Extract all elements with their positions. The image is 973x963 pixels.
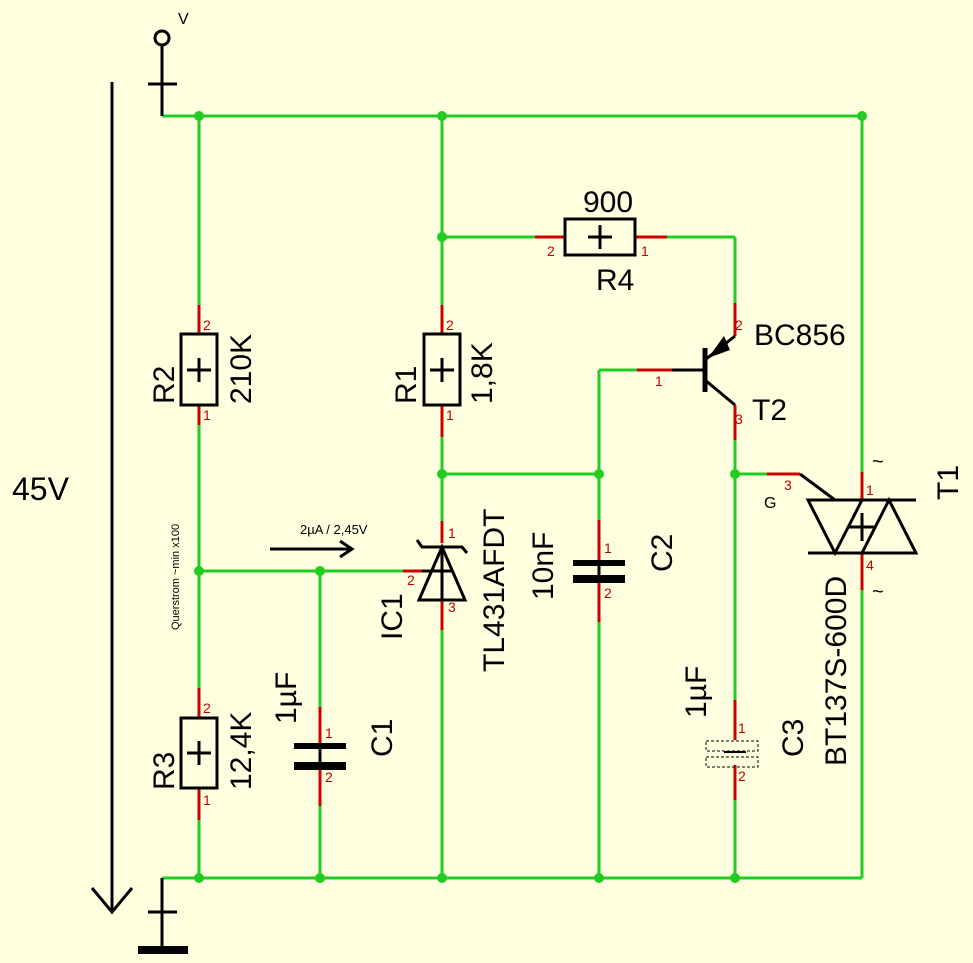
c3-pin-1: 1	[738, 720, 746, 736]
t1-pin-3: 3	[784, 477, 792, 493]
r1-pin-2: 2	[446, 317, 454, 333]
r3-pin-1: 1	[203, 792, 211, 808]
ic1-pin-2: 2	[407, 572, 415, 588]
c2-pin-2: 2	[604, 585, 612, 601]
c2-ref: C2	[646, 534, 679, 572]
r1-value: 1,8K	[466, 342, 499, 404]
junction-dot	[437, 232, 447, 242]
junctions	[194, 111, 867, 883]
transistor-t2: 1 2 3 BC856 T2	[655, 317, 846, 427]
ic1-value: TL431AFDT	[478, 509, 511, 672]
junction-dot	[594, 469, 604, 479]
current-annotation: 2µA / 2,45V	[270, 522, 368, 559]
c1-value: 1µF	[270, 672, 303, 724]
cross-current-label: Querstrom ~min x100	[170, 524, 182, 630]
junction-dot	[730, 469, 740, 479]
junction-dot	[437, 111, 447, 121]
voltage-arrow: 45V	[12, 82, 134, 915]
junction-dot	[194, 873, 204, 883]
junction-dot	[857, 111, 867, 121]
r1-pin-1: 1	[446, 407, 454, 423]
junction-dot	[730, 873, 740, 883]
r3-ref: R3	[148, 752, 181, 790]
r1-ref: R1	[390, 366, 423, 404]
t1-pin-4: 4	[866, 557, 874, 573]
r4-pin-1: 1	[641, 243, 649, 259]
c3-value: 1µF	[680, 666, 713, 718]
c1-ref: C1	[366, 719, 399, 757]
t1-tilde-top: ~	[872, 451, 884, 473]
junction-dot	[315, 873, 325, 883]
r2-value: 210K	[225, 334, 258, 404]
c2-pin-1: 1	[604, 540, 612, 556]
r3-value: 12,4K	[225, 712, 258, 790]
r4-value: 900	[583, 186, 633, 219]
c3-pin-2: 2	[738, 768, 746, 784]
current-label: 2µA / 2,45V	[300, 522, 368, 537]
t2-pin-2: 2	[735, 317, 743, 333]
junction-dot	[437, 873, 447, 883]
t2-pin-1: 1	[655, 373, 663, 389]
resistor-r1: 2 1 R1 1,8K	[390, 317, 499, 423]
c2-value: 10nF	[527, 532, 560, 600]
t1-value: BT137S-600D	[820, 576, 853, 766]
c3-ref: C3	[777, 719, 810, 757]
resistor-r3: 2 1 R3 12,4K	[148, 700, 258, 808]
junction-dot	[194, 566, 204, 576]
junction-dot	[194, 111, 204, 121]
r4-pin-2: 2	[547, 243, 555, 259]
junction-dot	[315, 566, 325, 576]
wires	[162, 114, 864, 880]
r4-ref: R4	[596, 264, 634, 297]
ic1-ref: IC1	[376, 593, 409, 640]
r2-ref: R2	[148, 366, 181, 404]
capacitor-c2: 1 2 10nF C2	[527, 532, 679, 601]
t1-tilde-bottom: ~	[872, 581, 884, 603]
r3-pin-2: 2	[203, 700, 211, 716]
terminal-circle	[153, 29, 171, 47]
triac-t1: 1 3 4 G ~ ~ T1 BT137S-600D	[764, 451, 965, 766]
capacitor-c3: 1 2 1µF C3	[680, 666, 810, 784]
voltage-label: 45V	[12, 471, 70, 507]
capacitor-c1: 1 2 1µF C1	[270, 672, 399, 785]
t2-ref: T2	[752, 394, 787, 427]
resistor-r2: 2 1 R2 210K	[148, 317, 258, 423]
resistor-r4: 2 1 900 R4	[547, 186, 649, 297]
r2-pin-1: 1	[203, 407, 211, 423]
t1-pin-1: 1	[866, 482, 874, 498]
r2-pin-2: 2	[203, 317, 211, 333]
supply-terminal: V	[148, 11, 189, 116]
t2-value: BC856	[754, 319, 846, 352]
t1-gate-label: G	[764, 495, 776, 512]
c1-pin-2: 2	[325, 769, 333, 785]
ic1-pin-3: 3	[448, 599, 456, 615]
shunt-regulator-ic1: 1 2 3 IC1 TL431AFDT	[376, 509, 511, 672]
pin-leads	[197, 235, 864, 820]
ic1-pin-1: 1	[448, 525, 456, 541]
t1-ref: T1	[932, 465, 965, 500]
junction-dot	[594, 873, 604, 883]
c1-pin-1: 1	[325, 725, 333, 741]
supply-label: V	[178, 11, 189, 28]
ground-symbol	[138, 878, 188, 954]
junction-dot	[437, 469, 447, 479]
t2-pin-3: 3	[735, 411, 743, 427]
